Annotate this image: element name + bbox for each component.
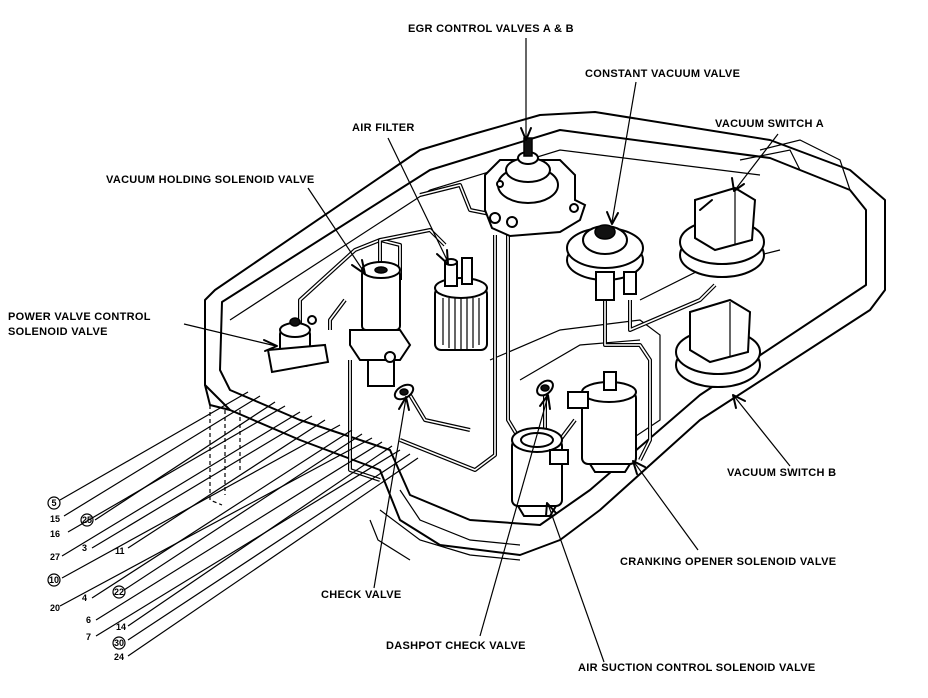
label-vacuum-switch-a: VACUUM SWITCH A xyxy=(715,118,824,130)
label-egr-control-valves: EGR CONTROL VALVES A & B xyxy=(408,23,574,35)
svg-text:25: 25 xyxy=(82,515,92,525)
vacuum-switch-b xyxy=(675,298,761,388)
vacuum-holding-solenoid-valve xyxy=(349,261,412,387)
hose-number-11: 11 xyxy=(115,546,125,556)
label-vacuum-holding-solenoid-valve: VACUUM HOLDING SOLENOID VALVE xyxy=(106,174,315,186)
vacuum-hoses xyxy=(298,183,717,482)
hose-number-24: 24 xyxy=(114,652,124,662)
hose-number-6: 6 xyxy=(86,615,91,625)
label-power-valve-control: POWER VALVE CONTROL xyxy=(8,311,151,323)
svg-text:22: 22 xyxy=(114,587,124,597)
hose-number-5: 5 xyxy=(47,496,61,510)
hose-number-16: 16 xyxy=(50,529,60,539)
dashpot-check-valve xyxy=(536,379,554,397)
label-constant-vacuum-valve: CONSTANT VACUUM VALVE xyxy=(585,68,740,80)
svg-text:30: 30 xyxy=(114,638,124,648)
hose-number-27: 27 xyxy=(50,552,60,562)
hose-number-30: 30 xyxy=(112,636,126,650)
hose-number-3: 3 xyxy=(82,543,87,553)
label-check-valve: CHECK VALVE xyxy=(321,589,402,601)
constant-vacuum-valve xyxy=(566,224,644,301)
check-valve xyxy=(393,383,415,401)
label-cranking-opener-solenoid-valve: CRANKING OPENER SOLENOID VALVE xyxy=(620,556,836,568)
hose-number-7: 7 xyxy=(86,632,91,642)
hose-bundle xyxy=(59,391,419,657)
hose-number-25: 25 xyxy=(80,513,94,527)
hose-number-15: 15 xyxy=(50,514,60,524)
label-power-valve-solenoid: SOLENOID VALVE xyxy=(8,326,108,338)
hose-numbers: 5 15 25 16 27 3 11 10 4 22 20 6 14 7 30 … xyxy=(47,496,126,662)
vacuum-switch-a xyxy=(679,186,765,278)
labels: EGR CONTROL VALVES A & B CONSTANT VACUUM… xyxy=(8,23,836,674)
label-air-suction-control-solenoid-valve: AIR SUCTION CONTROL SOLENOID VALVE xyxy=(578,662,816,674)
label-vacuum-switch-b: VACUUM SWITCH B xyxy=(727,467,836,479)
hose-number-14: 14 xyxy=(116,622,126,632)
leader-lines xyxy=(183,38,791,663)
svg-text:5: 5 xyxy=(51,498,56,508)
egr-control-valves xyxy=(484,137,587,238)
svg-text:10: 10 xyxy=(49,575,59,585)
air-filter xyxy=(434,257,488,351)
hose-number-22: 22 xyxy=(112,585,126,599)
power-valve-control-solenoid-valve xyxy=(266,315,330,374)
air-suction-control-solenoid-valve xyxy=(511,427,569,517)
hose-number-10: 10 xyxy=(47,573,61,587)
hose-number-4: 4 xyxy=(82,593,87,603)
hose-number-20: 20 xyxy=(50,603,60,613)
cranking-opener-solenoid-valve xyxy=(567,371,637,473)
label-air-filter: AIR FILTER xyxy=(352,122,415,134)
label-dashpot-check-valve: DASHPOT CHECK VALVE xyxy=(386,640,526,652)
